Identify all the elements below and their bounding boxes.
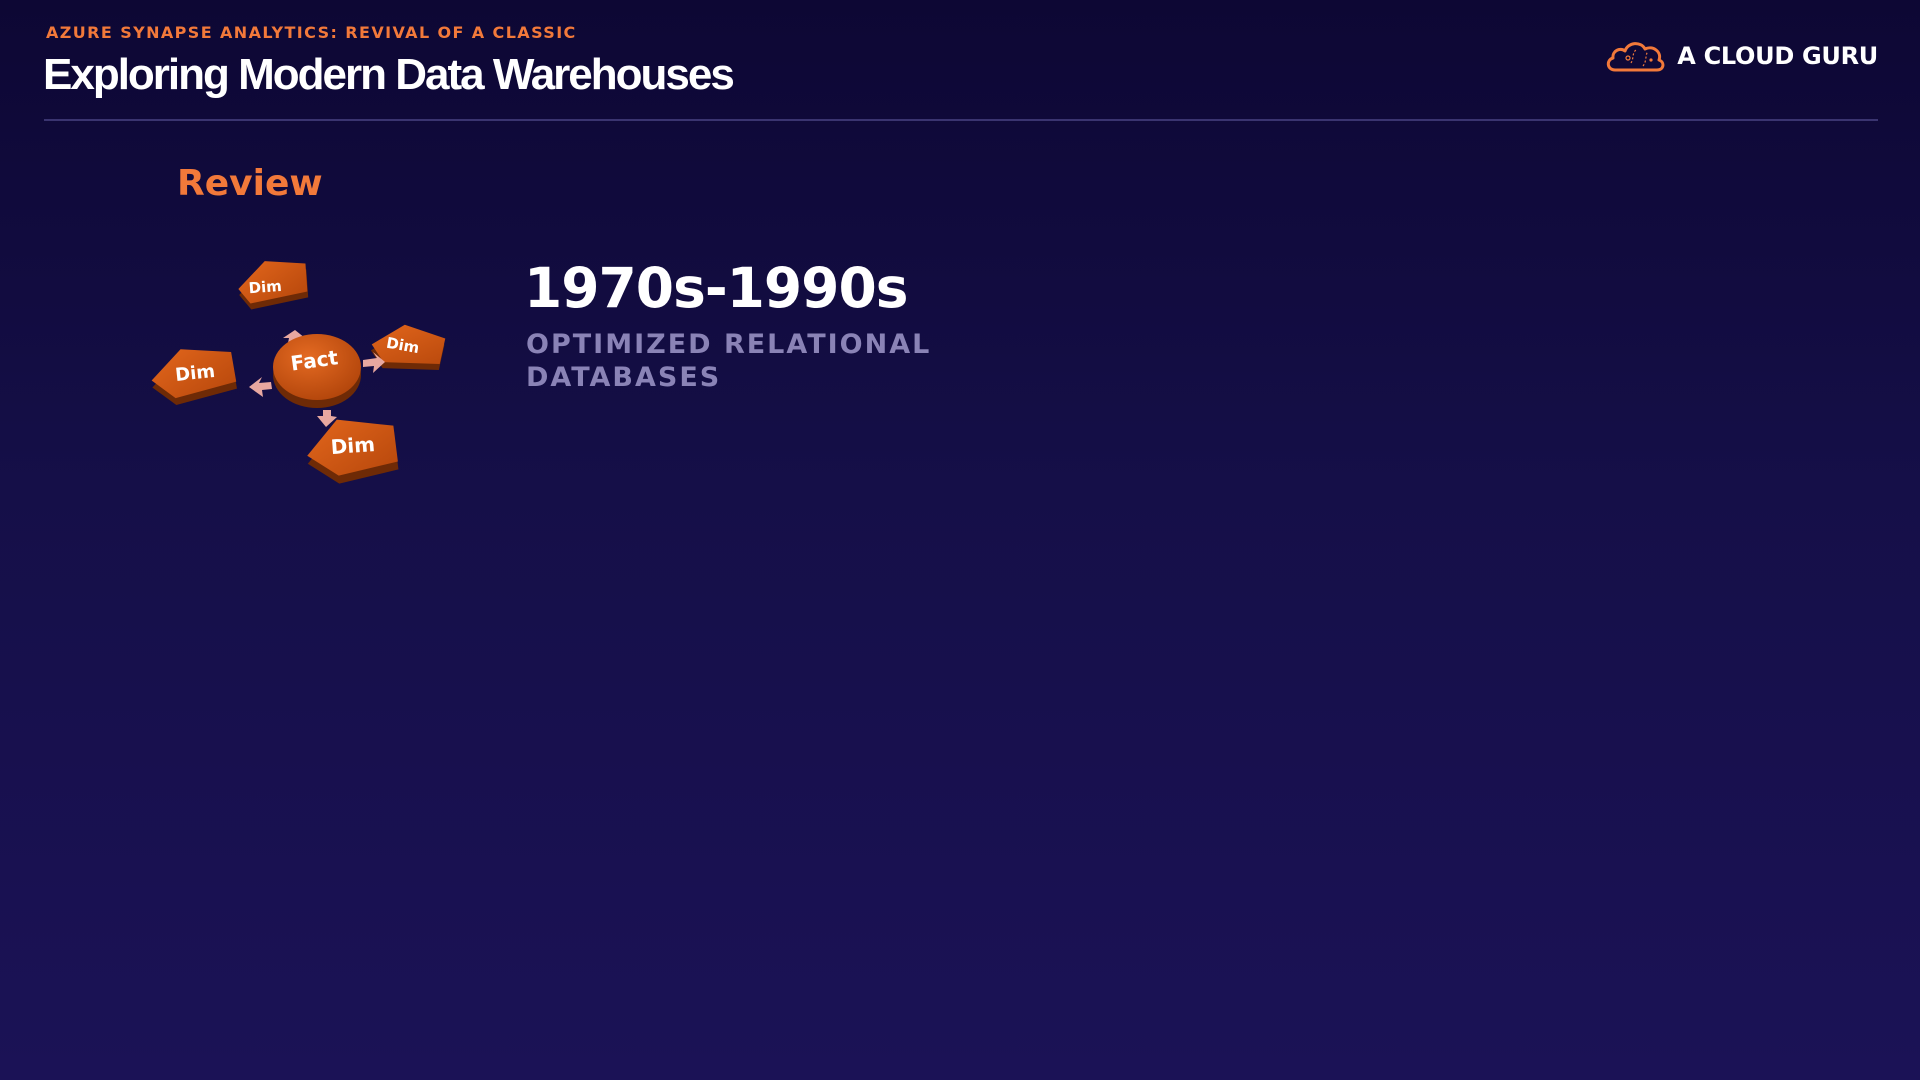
arrow-to-left-dim <box>249 377 272 397</box>
star-schema-diagram: Dim Dim Dim Dim Fact <box>151 261 446 484</box>
era-years: 1970s-1990s <box>524 256 908 320</box>
dim-shape-bottom: Dim <box>307 419 399 484</box>
dim-shape-left: Dim <box>151 349 237 406</box>
section-heading: Review <box>177 163 323 204</box>
page-title: Exploring Modern Data Warehouses <box>43 50 735 99</box>
dim-label-bottom: Dim <box>330 432 376 459</box>
dim-label-top: Dim <box>248 277 282 297</box>
dim-shape-top: Dim <box>238 261 309 310</box>
dim-label-left: Dim <box>174 361 216 386</box>
brand-name: A CLOUD GURU <box>1677 42 1878 70</box>
dim-shape-right: Dim <box>370 324 446 370</box>
era-description-line-2: DATABASES <box>526 362 722 393</box>
course-subtitle: AZURE SYNAPSE ANALYTICS: REVIVAL OF A CL… <box>46 23 577 42</box>
fact-disc: Fact <box>273 334 361 408</box>
arrow-to-top-dim <box>283 330 305 343</box>
header-divider <box>44 119 1878 121</box>
arrow-to-bottom-dim <box>317 410 337 427</box>
era-description-line-1: OPTIMIZED RELATIONAL <box>526 329 932 360</box>
brand-logo: A CLOUD GURU <box>1603 36 1878 76</box>
dim-label-right: Dim <box>385 334 421 357</box>
arrow-to-right-dim <box>363 352 385 373</box>
cloud-logo-icon <box>1607 42 1665 72</box>
era-description: OPTIMIZED RELATIONAL DATABASES <box>526 328 946 394</box>
